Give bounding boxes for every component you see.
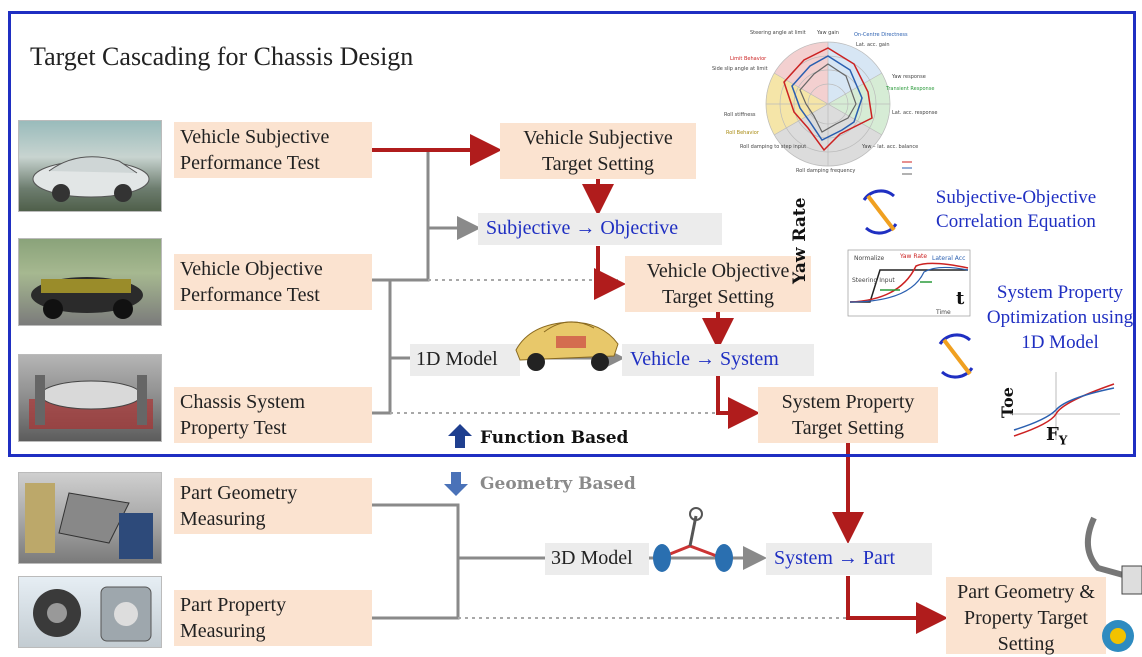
radar-label-on-centre: On-Centre Directness [854,32,908,38]
vehicle-subjective-test-box: Vehicle Subjective Performance Test [174,122,372,178]
system-property-target-box: System Property Target Setting [758,387,938,443]
fy-axis-label: FY [1046,424,1067,448]
part-illustration [1085,516,1142,652]
radar-label-steering-angle: Steering angle at limit [750,30,806,36]
part-target-box: Part Geometry & Property Target Setting [946,577,1106,655]
1d-model-box: 1D Model [410,344,520,376]
function-based-frame [8,11,1136,457]
yaw-rate-plot: Normalize Yaw Rate Lateral Acc Steering … [847,249,971,317]
radar-label-yaw-response: Yaw response [891,74,926,80]
radar-label-limit-behavior: Limit Behavior [730,56,767,62]
geometry-measuring-photo [18,472,162,564]
red-arrow-to-obj-target [594,246,626,300]
vehicle-objective-target-box: Vehicle Objective Target Setting [625,256,811,312]
part-geometry-measuring-box: Part Geometry Measuring [174,478,372,534]
page-title: Target Cascading for Chassis Design [30,42,414,71]
suspension-model-illustration [653,507,733,572]
chassis-test-rig-photo [18,354,162,442]
radar-label-lat-acc-gain: Lat. acc. gain [856,42,890,48]
grey-connector-geom-prop [372,503,460,620]
vehicle-subjective-target-box: Vehicle Subjective Target Setting [500,123,696,179]
radar-label-roll-stiffness: Roll stiffness [724,112,756,118]
time-axis-label: t [956,288,965,309]
property-measuring-photo [18,576,162,648]
yaw-inset-lateral-acc: Lateral Acc [932,255,965,262]
system-part-box: System → Part [766,543,932,575]
grey-connector-obj-chassis [372,278,392,415]
radar-label-lat-acc-response: Lat. acc. response [892,110,937,116]
subjective-objective-box: Subjective → Objective [478,213,722,245]
radar-label-roll-damping: Roll damping frequency [796,168,855,174]
red-arrow-to-part-target [846,576,948,634]
vehicle-photo-objective [18,238,162,326]
part-property-measuring-box: Part Property Measuring [174,590,372,646]
fy-label-main: F [1046,424,1059,445]
radar-label-roll-damping-input: Roll damping to step input [740,144,806,150]
vehicle-model-illustration [515,321,619,371]
geometry-based-label: Geometry Based [480,474,636,494]
function-based-label: Function Based [480,428,629,448]
yaw-inset-steering-input: Steering Input [852,277,895,284]
toe-fy-plot [1010,372,1120,440]
correlation-cycle-icon [862,189,898,235]
radar-label-side-slip: Side slip angle at limit [712,66,768,72]
red-arrow-to-sys-target [716,376,760,429]
radar-label-top: Yaw gain [816,30,839,36]
yaw-rate-axis-label: Yaw Rate [790,197,810,284]
chassis-system-test-box: Chassis System Property Test [174,387,372,443]
radar-chart: Yaw gain On-Centre Directness Lat. acc. … [712,30,937,175]
optimization-label: System Property Optimization using 1D Mo… [986,282,1134,353]
yaw-inset-yaw-rate: Yaw Rate [899,253,927,260]
yaw-inset-time: Time [935,309,951,316]
geometry-based-down-arrow [444,472,468,496]
radar-label-transient: Transient Response [885,86,934,92]
radar-label-yaw-lat-balance: Yaw – lat. acc. balance [861,144,918,150]
radar-label-roll-behavior: Roll Behavior [726,130,760,136]
fy-label-sub: Y [1058,433,1068,448]
yaw-inset-normalize: Normalize [854,255,885,262]
optimization-cycle-icon [938,333,974,379]
vehicle-system-box: Vehicle → System [622,344,814,376]
radar-legend [902,161,912,175]
vehicle-photo-subjective [18,120,162,212]
vehicle-objective-test-box: Vehicle Objective Performance Test [174,254,372,310]
correlation-equation-label: Subjective-Objective Correlation Equatio… [935,187,1097,232]
3d-model-box: 3D Model [545,543,649,575]
function-based-up-arrow [448,424,472,448]
